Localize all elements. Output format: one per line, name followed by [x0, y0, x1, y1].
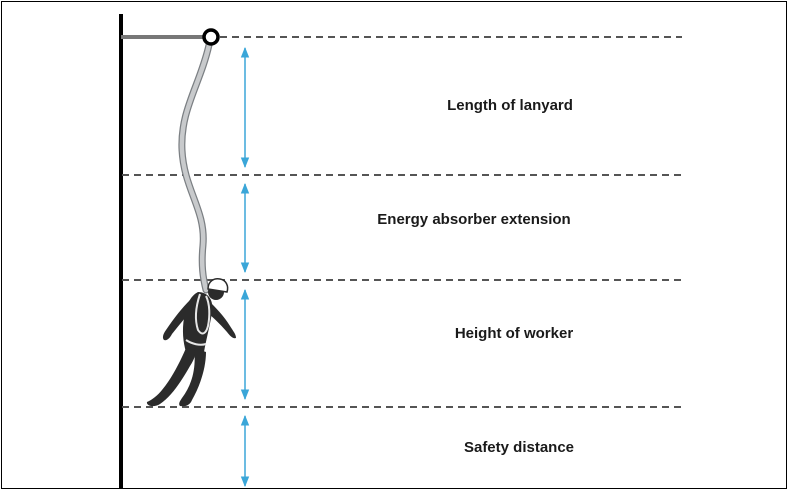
helmet-icon: [207, 278, 229, 293]
label-energy-absorber-extension: Energy absorber extension: [377, 211, 570, 228]
label-height-of-worker: Height of worker: [455, 325, 574, 342]
label-length-of-lanyard: Length of lanyard: [447, 97, 573, 114]
anchor-point-icon: [202, 28, 220, 46]
harness-icon: [185, 293, 211, 346]
worker-silhouette-icon: [146, 284, 236, 407]
label-safety-distance: Safety distance: [464, 439, 574, 456]
